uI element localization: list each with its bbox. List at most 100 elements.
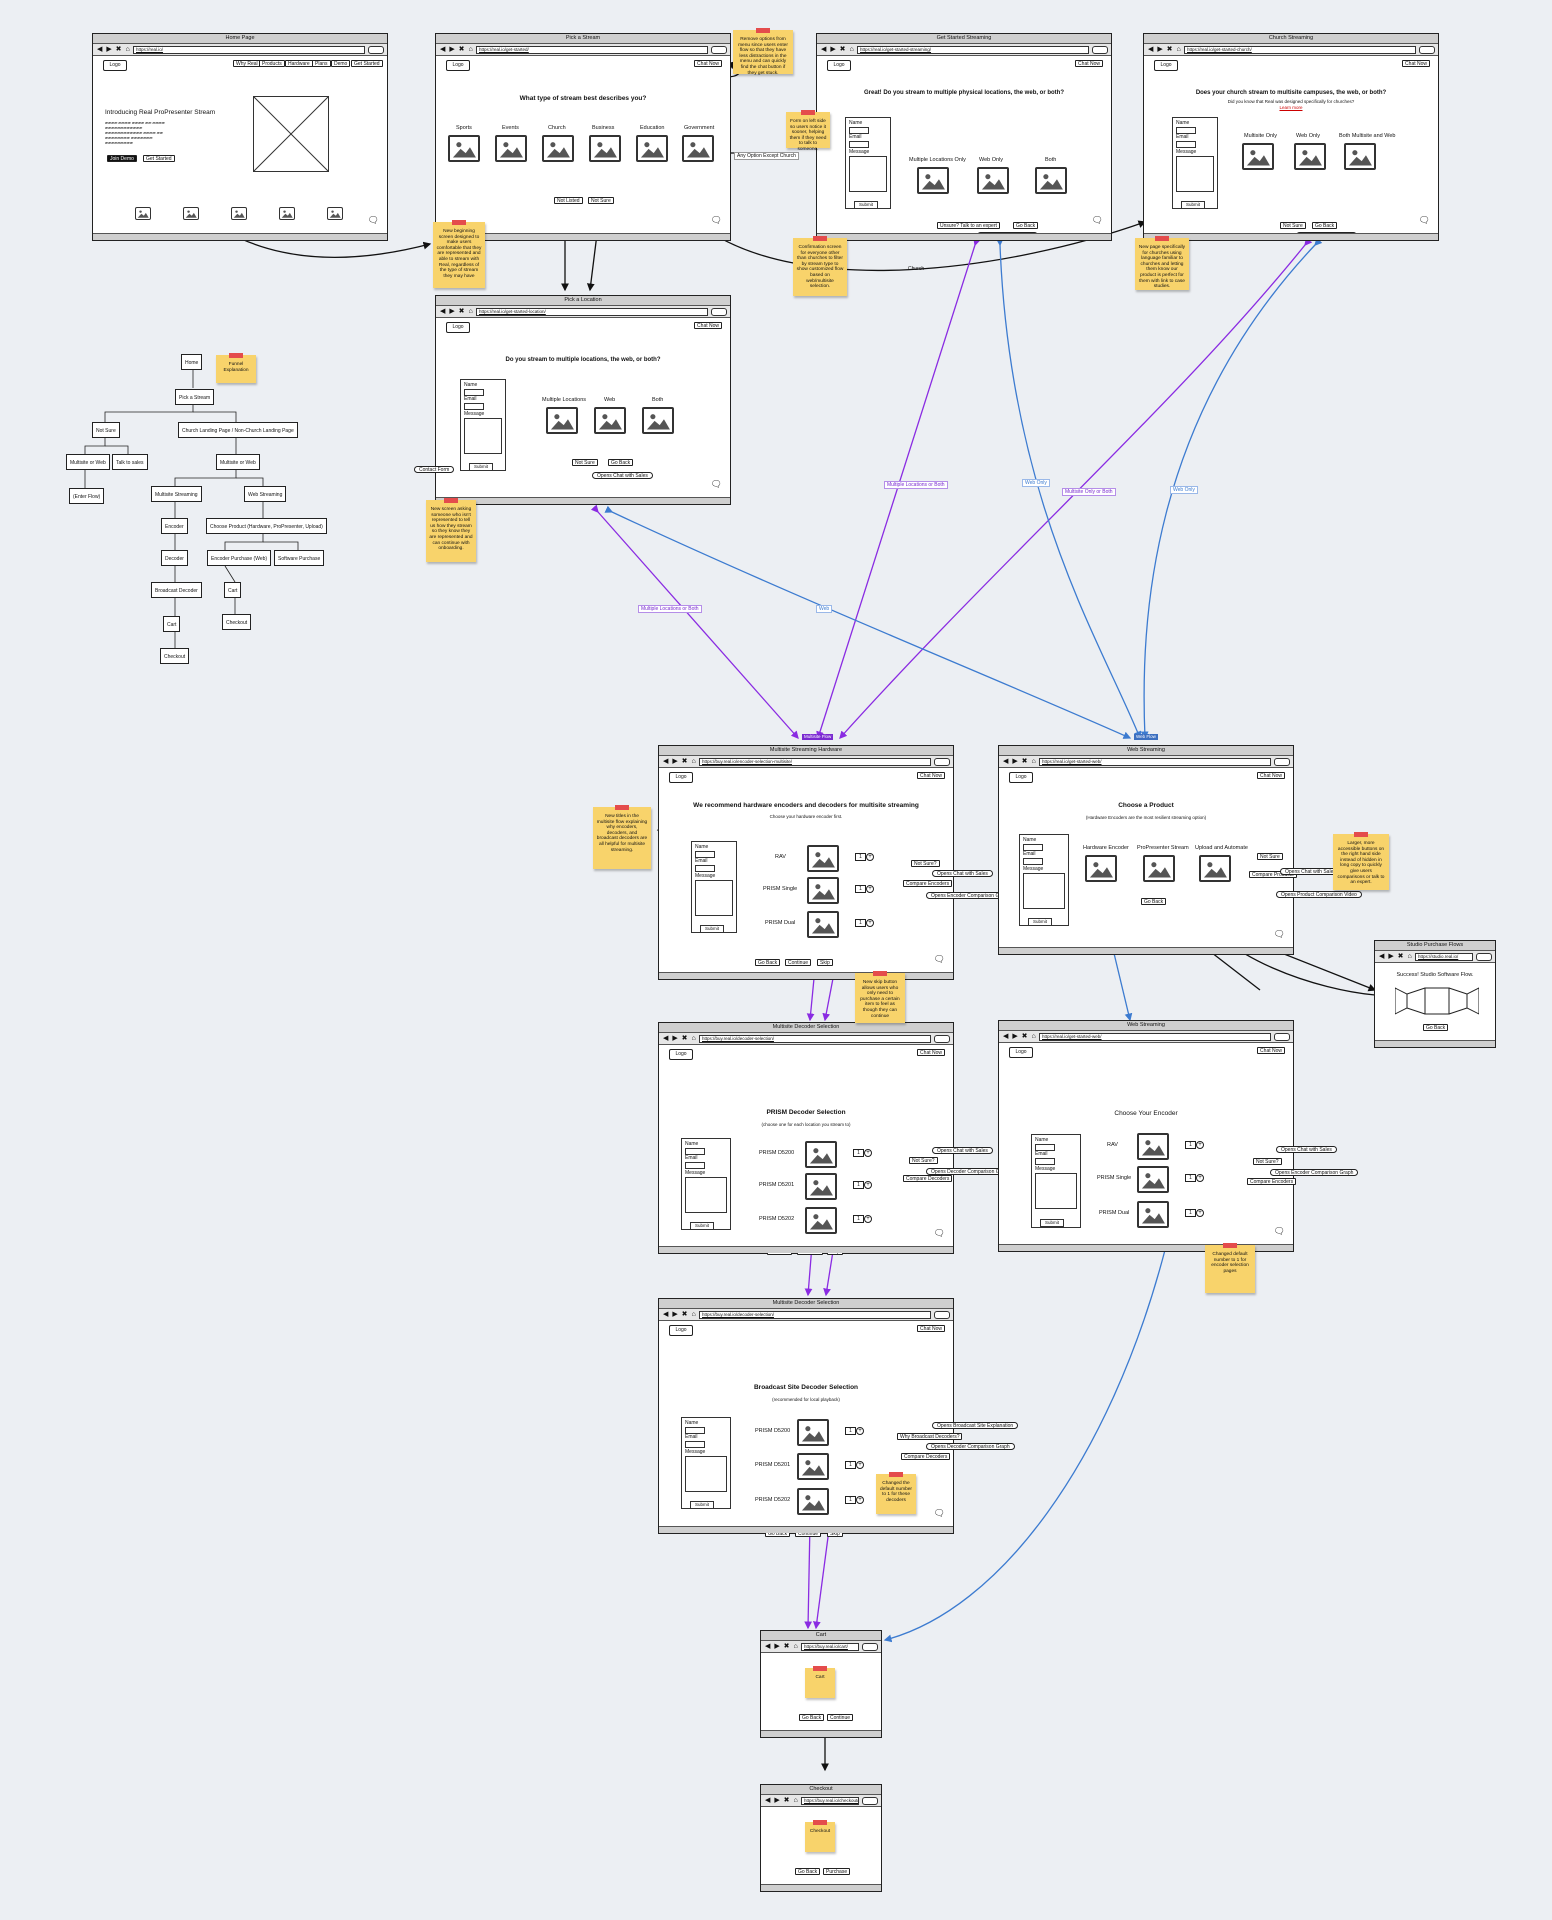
- nav-why-real[interactable]: Why Real: [233, 60, 261, 67]
- chat-now-button[interactable]: Chat Now: [1257, 772, 1285, 779]
- url-bar[interactable]: https://buy.real.io/checkout/: [801, 1797, 859, 1805]
- quantity-stepper[interactable]: 1+: [853, 1149, 872, 1157]
- product-image[interactable]: [1137, 1166, 1169, 1193]
- go-back-button[interactable]: Go Back: [795, 1868, 821, 1875]
- opens-comparison-pill[interactable]: Opens Product Comparison Video: [1276, 891, 1362, 898]
- browser-nav-icons[interactable]: ◀ ▶ ✖ ⌂: [1003, 1033, 1037, 1040]
- search-icon[interactable]: [934, 1311, 950, 1319]
- product-image[interactable]: [1137, 1133, 1169, 1160]
- quantity-value[interactable]: 1: [1185, 1209, 1196, 1217]
- logo[interactable]: Logo: [1154, 60, 1178, 71]
- go-back-button[interactable]: Go Back: [1312, 222, 1338, 229]
- url-bar[interactable]: https://real.io/get-started-web/: [1039, 1033, 1271, 1041]
- logo[interactable]: Logo: [827, 60, 851, 71]
- go-back-button[interactable]: Go Back: [608, 459, 634, 466]
- option-image[interactable]: [1242, 143, 1274, 170]
- quantity-stepper[interactable]: 1+: [853, 1181, 872, 1189]
- plus-icon[interactable]: +: [1196, 1209, 1204, 1217]
- go-back-button[interactable]: Go Back: [1141, 898, 1167, 905]
- quantity-value[interactable]: 1: [855, 885, 866, 893]
- email-field[interactable]: [464, 403, 484, 410]
- nav-products[interactable]: Products: [259, 60, 285, 67]
- plus-icon[interactable]: +: [866, 885, 874, 893]
- browser-nav-icons[interactable]: ◀ ▶ ✖ ⌂: [663, 1311, 697, 1318]
- name-field[interactable]: [1176, 127, 1196, 134]
- quantity-stepper[interactable]: 1+: [845, 1427, 864, 1435]
- name-field[interactable]: [685, 1148, 705, 1155]
- message-field[interactable]: [464, 418, 502, 454]
- product-image[interactable]: [797, 1488, 829, 1515]
- quantity-value[interactable]: 1: [845, 1427, 856, 1435]
- go-back-button[interactable]: Go Back: [1423, 1024, 1449, 1031]
- search-icon[interactable]: [1092, 46, 1108, 54]
- chat-bubble-icon[interactable]: 🗨: [1418, 215, 1430, 225]
- email-field[interactable]: [685, 1441, 705, 1448]
- browser-nav-icons[interactable]: ◀ ▶ ✖ ⌂: [1003, 758, 1037, 765]
- chat-now-button[interactable]: Chat Now: [1402, 60, 1430, 67]
- quantity-stepper[interactable]: 1+: [845, 1461, 864, 1469]
- url-bar[interactable]: https://real.io/get-started-web/: [1039, 758, 1271, 766]
- quantity-value[interactable]: 1: [1185, 1174, 1196, 1182]
- url-bar[interactable]: https://real.io/get-started-location/: [476, 308, 708, 316]
- chat-bubble-icon[interactable]: 🗨: [933, 1508, 945, 1518]
- browser-nav-icons[interactable]: ◀ ▶ ✖ ⌂: [440, 46, 474, 53]
- learn-more-link[interactable]: Learn more: [1279, 105, 1303, 110]
- email-field[interactable]: [695, 865, 715, 872]
- product-image[interactable]: [797, 1419, 829, 1446]
- continue-button[interactable]: Continue: [827, 1714, 854, 1721]
- go-back-button[interactable]: Go Back: [1013, 222, 1039, 229]
- browser-nav-icons[interactable]: ◀ ▶ ✖ ⌂: [440, 308, 474, 315]
- url-bar[interactable]: https://real.io/get-started/: [476, 46, 708, 54]
- opens-explanation-pill[interactable]: Opens Broadcast Site Explanation: [932, 1422, 1019, 1429]
- logo[interactable]: Logo: [1009, 772, 1033, 783]
- plus-icon[interactable]: +: [856, 1427, 864, 1435]
- chat-now-button[interactable]: Chat Now: [917, 772, 945, 779]
- why-broadcast-decoders-button[interactable]: Why Broadcast Decoders?: [897, 1433, 963, 1440]
- quantity-stepper[interactable]: 1+: [845, 1496, 864, 1504]
- search-icon[interactable]: [862, 1643, 878, 1651]
- search-icon[interactable]: [711, 46, 727, 54]
- submit-button[interactable]: Submit: [690, 1222, 714, 1230]
- option-image[interactable]: [1294, 143, 1326, 170]
- submit-button[interactable]: Submit: [854, 201, 878, 209]
- quantity-value[interactable]: 1: [1185, 1141, 1196, 1149]
- not-sure-button[interactable]: Not Sure: [1257, 853, 1283, 860]
- logo[interactable]: Logo: [446, 322, 470, 333]
- product-image[interactable]: [1199, 855, 1231, 882]
- chat-bubble-icon[interactable]: 🗨: [1273, 1226, 1285, 1236]
- chat-now-button[interactable]: Chat Now: [694, 60, 722, 67]
- name-field[interactable]: [464, 389, 484, 396]
- message-field[interactable]: [1023, 873, 1065, 909]
- continue-button[interactable]: Continue: [785, 959, 812, 966]
- plus-icon[interactable]: +: [866, 853, 874, 861]
- product-image[interactable]: [1143, 855, 1175, 882]
- stream-option-image[interactable]: [589, 135, 621, 162]
- message-field[interactable]: [685, 1177, 727, 1213]
- not-sure-button[interactable]: Not Sure: [1280, 222, 1306, 229]
- go-back-button[interactable]: Go Back: [799, 1714, 825, 1721]
- browser-nav-icons[interactable]: ◀ ▶ ✖ ⌂: [1148, 46, 1182, 53]
- chat-now-button[interactable]: Chat Now: [917, 1325, 945, 1332]
- opens-chat-pill[interactable]: Opens Chat with Sales: [1276, 1146, 1337, 1153]
- product-image[interactable]: [805, 1207, 837, 1234]
- option-image[interactable]: [977, 167, 1009, 194]
- not-sure-button[interactable]: Not Sure: [572, 459, 598, 466]
- product-image[interactable]: [797, 1453, 829, 1480]
- stream-option-image[interactable]: [682, 135, 714, 162]
- message-field[interactable]: [849, 156, 887, 192]
- name-field[interactable]: [695, 851, 715, 858]
- quantity-stepper[interactable]: 1+: [1185, 1141, 1204, 1149]
- chat-bubble-icon[interactable]: 🗨: [933, 954, 945, 964]
- search-icon[interactable]: [1419, 46, 1435, 54]
- submit-button[interactable]: Submit: [700, 925, 724, 933]
- plus-icon[interactable]: +: [864, 1181, 872, 1189]
- product-image[interactable]: [807, 845, 839, 872]
- product-image[interactable]: [805, 1141, 837, 1168]
- skip-button[interactable]: Skip: [817, 959, 833, 966]
- quantity-value[interactable]: 1: [853, 1215, 864, 1223]
- nav-demo[interactable]: Demo: [331, 60, 351, 67]
- plus-icon[interactable]: +: [866, 919, 874, 927]
- stream-option-image[interactable]: [495, 135, 527, 162]
- join-demo-button[interactable]: Join Demo: [107, 155, 137, 162]
- quantity-stepper[interactable]: 1+: [1185, 1174, 1204, 1182]
